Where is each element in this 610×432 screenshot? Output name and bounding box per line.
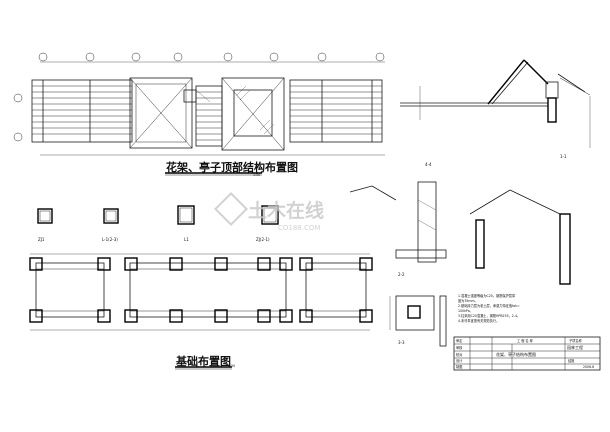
tb-date: 2006.6 — [583, 365, 594, 369]
note-line-2: 度为35mm。 — [458, 298, 478, 303]
tb-project-name: 子项名称 — [569, 338, 583, 343]
tb-row-1: 审定 — [456, 338, 463, 343]
foundation-plan-scale: 1:50 — [228, 364, 235, 368]
roof-plan-scale: 1:50 — [253, 173, 260, 177]
tb-row-4: 设计 — [456, 358, 463, 363]
tb-project-label: 工 程 名 称 — [517, 338, 534, 343]
note-line-3: 2.基础持力层为老土层，承载力特征值fak= — [458, 303, 520, 308]
left-pergola-slats — [32, 80, 132, 142]
section-label-1: 1-1 — [560, 154, 567, 159]
tb-row-2: 审核 — [456, 345, 463, 350]
note-line-5: 3.柱采用C20混凝土，钢筋HPB235，2-4。 — [458, 313, 520, 318]
note-line-6: 4.未尽事宜按有关规范执行。 — [458, 318, 499, 323]
general-notes: 1.混凝土强度等级为C20。钢筋保护层厚 度为35mm。 2.基础持力层为老土层… — [458, 293, 520, 323]
tb-drawing-name: 花架、亭子结构布置图 — [496, 351, 536, 357]
foundation-plan — [29, 253, 373, 331]
right-pergola-slats — [290, 80, 382, 142]
watermark-sub: CO188.COM — [278, 224, 320, 232]
tb-discipline: 园林工程 — [567, 344, 583, 350]
title-block — [453, 336, 601, 371]
pavilion-right — [221, 77, 285, 151]
tb-row-5: 制图 — [456, 364, 462, 369]
note-line-4: 100kPa。 — [458, 309, 473, 313]
column-details — [37, 205, 279, 225]
section-label-2: 2-2 — [398, 272, 405, 277]
footings — [29, 257, 373, 323]
section-label-3: 3-3 — [398, 340, 405, 345]
pavilion-left — [129, 77, 211, 149]
detail-label-3: L1 — [184, 237, 189, 242]
tb-row-3: 校对 — [456, 352, 463, 357]
roof-plan — [13, 52, 385, 156]
wall-sections — [349, 181, 571, 285]
foundation-plan-title: 基础布置图 — [175, 354, 231, 368]
note-line-1: 1.混凝土强度等级为C20。钢筋保护层厚 — [458, 293, 516, 298]
watermark: 土木在线 CO188.COM — [214, 192, 324, 232]
tb-sheet-no: 结施 — [568, 358, 575, 363]
section-label-4: 4-4 — [425, 162, 432, 167]
roof-section-detail — [400, 59, 591, 148]
footing-detail — [389, 295, 447, 347]
roof-plan-title: 花架、亭子顶部结构布置图 — [166, 160, 298, 174]
title-block-text: 工 程 名 称 子项名称 园林工程 花架、亭子结构布置图 结施 审定 审核 校对… — [456, 338, 594, 369]
detail-label-4: ZJ(2-1) — [256, 237, 270, 242]
detail-label-2: L-1(2-3) — [102, 237, 118, 242]
roof-plan-grid-bubbles — [13, 52, 385, 142]
watermark-text: 土木在线 — [248, 199, 324, 222]
detail-label-1: ZJ1 — [38, 237, 45, 242]
center-beams — [195, 85, 223, 147]
